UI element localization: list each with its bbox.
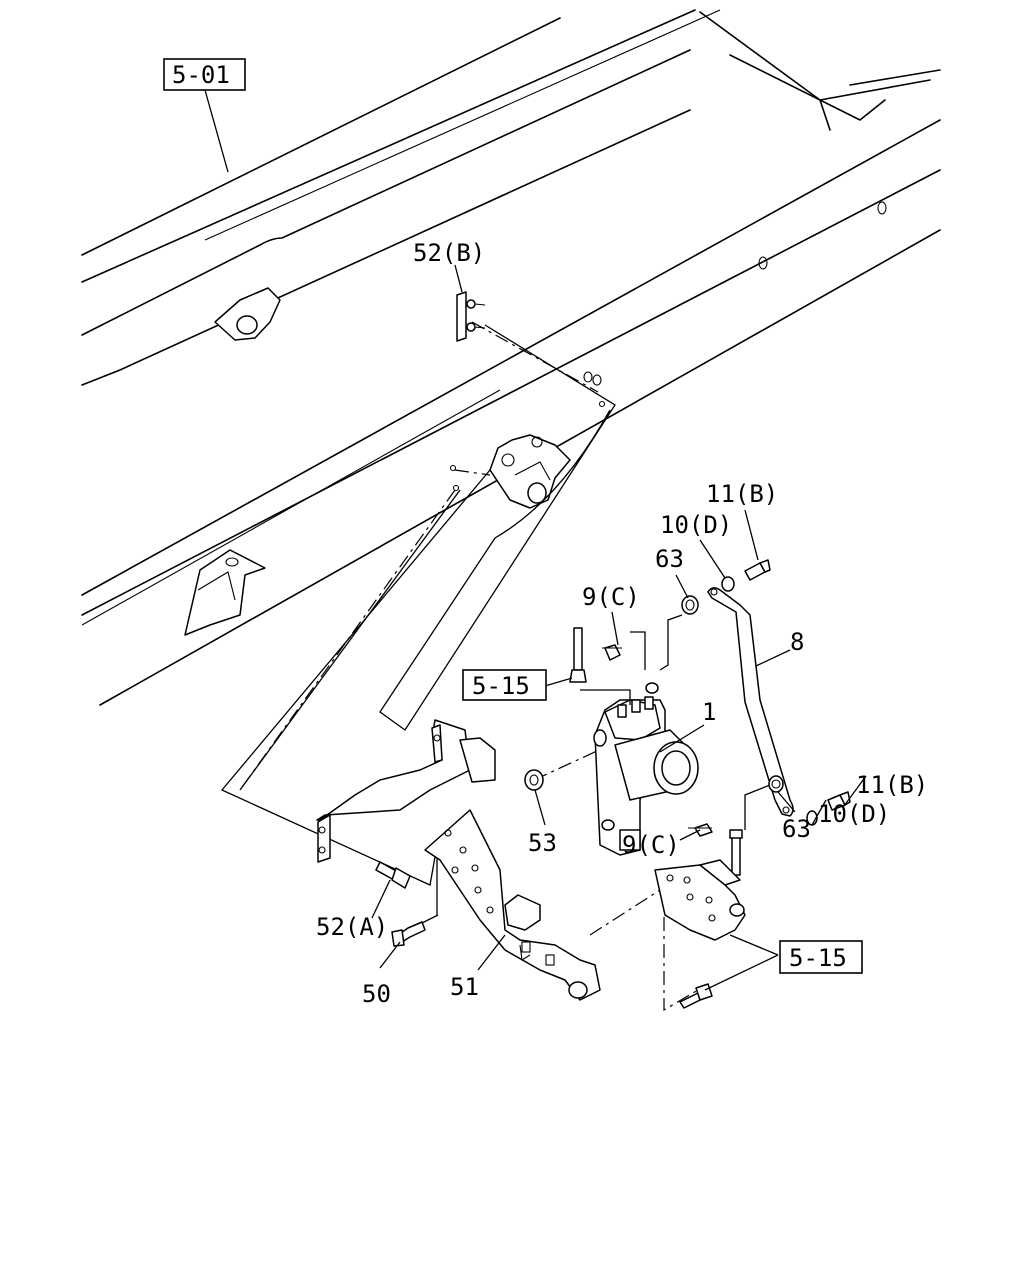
frame-casting [489, 434, 571, 509]
frame-gusset [184, 549, 266, 636]
small-studs [449, 371, 606, 492]
sensor-cable-bottom [688, 784, 771, 876]
ref-box-5-15-left [462, 669, 547, 701]
label-8: 8 [790, 628, 804, 656]
sensor-cable-top [569, 614, 683, 683]
leader-lines [204, 89, 867, 991]
label-9c-top: 9(C) [582, 583, 640, 611]
label-11b-right: 11(B) [856, 771, 928, 799]
label-52a: 52(A) [316, 913, 388, 941]
label-1: 1 [702, 698, 716, 726]
frame-upper-rail [81, 9, 941, 386]
label-10d-right: 10(D) [818, 800, 890, 828]
ref-label-5-15-left: 5-15 [472, 672, 530, 700]
label-52b: 52(B) [413, 239, 485, 267]
label-63-right: 63 [782, 815, 811, 843]
fasteners [375, 559, 851, 1009]
mount-bracket-52b [456, 291, 486, 342]
label-11b-top: 11(B) [706, 480, 778, 508]
label-50: 50 [362, 980, 391, 1008]
label-51: 51 [450, 973, 479, 1001]
ref-label-5-01: 5-01 [172, 61, 230, 89]
modulator-unit-1 [580, 682, 699, 856]
ref-box-5-15-right [779, 940, 863, 974]
main-bracket-51 [316, 719, 601, 1001]
ref-label-5-15-right: 5-15 [789, 944, 847, 972]
assembly-outline [379, 324, 616, 731]
lower-bracket [654, 859, 746, 941]
label-63-top: 63 [655, 545, 684, 573]
ref-box-5-01 [163, 58, 246, 91]
rail-bracket [214, 287, 281, 341]
label-10d-top: 10(D) [660, 511, 732, 539]
label-53: 53 [528, 829, 557, 857]
rod-8 [707, 587, 794, 817]
label-9c-bottom: 9(C) [622, 831, 680, 859]
